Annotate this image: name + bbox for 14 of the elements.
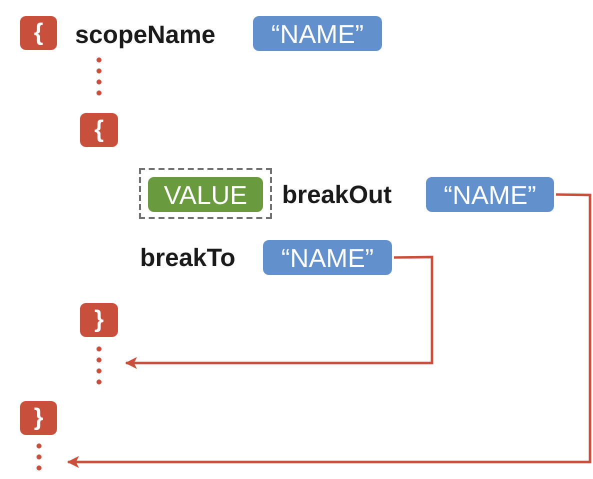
keyword-label: scopeName [75,20,216,51]
value-tag: VALUE [148,177,263,212]
brace-tag: } [80,303,118,337]
keyword-label: breakOut [282,180,392,211]
dashed-frame [139,168,272,219]
string-tag: “NAME” [263,240,392,275]
arrow [67,193,592,468]
string-tag: “NAME” [253,16,382,51]
brace-tag: { [20,16,57,50]
string-tag: “NAME” [426,177,554,212]
keyword-label: breakTo [140,243,236,274]
arrow [125,256,434,369]
brace-tag: { [80,113,118,147]
brace-tag: } [20,401,57,435]
